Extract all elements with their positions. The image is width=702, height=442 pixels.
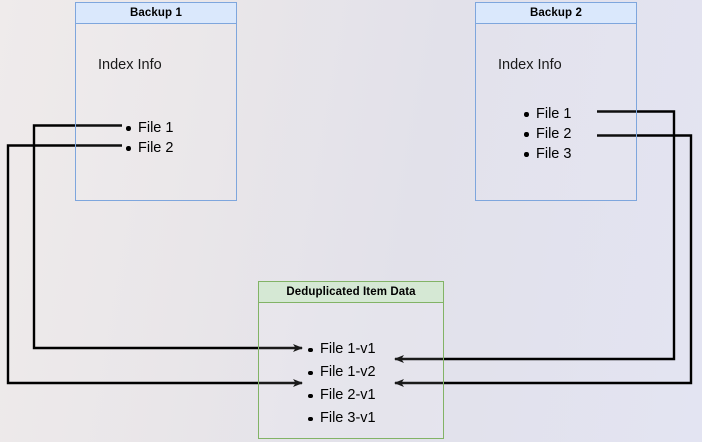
node-backup-2-title: Backup 2 <box>530 7 582 19</box>
node-backup-2-body: Index Info File 1 File 2 File 3 <box>475 24 637 201</box>
backup-2-file-list: File 1 File 2 File 3 <box>523 104 571 164</box>
backup-1-index-info-label: Index Info <box>98 57 162 73</box>
node-backup-1-body: Index Info File 1 File 2 <box>75 24 237 201</box>
node-deduplicated-item-data[interactable]: Deduplicated Item Data File 1-v1 File 1-… <box>258 281 444 439</box>
list-item[interactable]: File 1 <box>125 118 173 138</box>
backup-2-index-info-label: Index Info <box>498 57 562 73</box>
node-backup-1-title: Backup 1 <box>130 7 182 19</box>
list-item[interactable]: File 2 <box>523 124 571 144</box>
list-item[interactable]: File 3-v1 <box>307 407 376 430</box>
node-backup-1-header: Backup 1 <box>75 2 237 24</box>
list-item[interactable]: File 1-v2 <box>307 361 376 384</box>
node-backup-2[interactable]: Backup 2 Index Info File 1 File 2 File 3 <box>475 2 637 201</box>
dedup-file-list: File 1-v1 File 1-v2 File 2-v1 File 3-v1 <box>307 338 376 430</box>
node-dedup-title: Deduplicated Item Data <box>286 286 416 298</box>
node-dedup-body: File 1-v1 File 1-v2 File 2-v1 File 3-v1 <box>258 303 444 439</box>
node-backup-2-header: Backup 2 <box>475 2 637 24</box>
node-dedup-header: Deduplicated Item Data <box>258 281 444 303</box>
list-item[interactable]: File 1 <box>523 104 571 124</box>
backup-1-file-list: File 1 File 2 <box>125 118 173 158</box>
list-item[interactable]: File 2 <box>125 138 173 158</box>
node-backup-1[interactable]: Backup 1 Index Info File 1 File 2 <box>75 2 237 201</box>
list-item[interactable]: File 3 <box>523 144 571 164</box>
list-item[interactable]: File 2-v1 <box>307 384 376 407</box>
list-item[interactable]: File 1-v1 <box>307 338 376 361</box>
